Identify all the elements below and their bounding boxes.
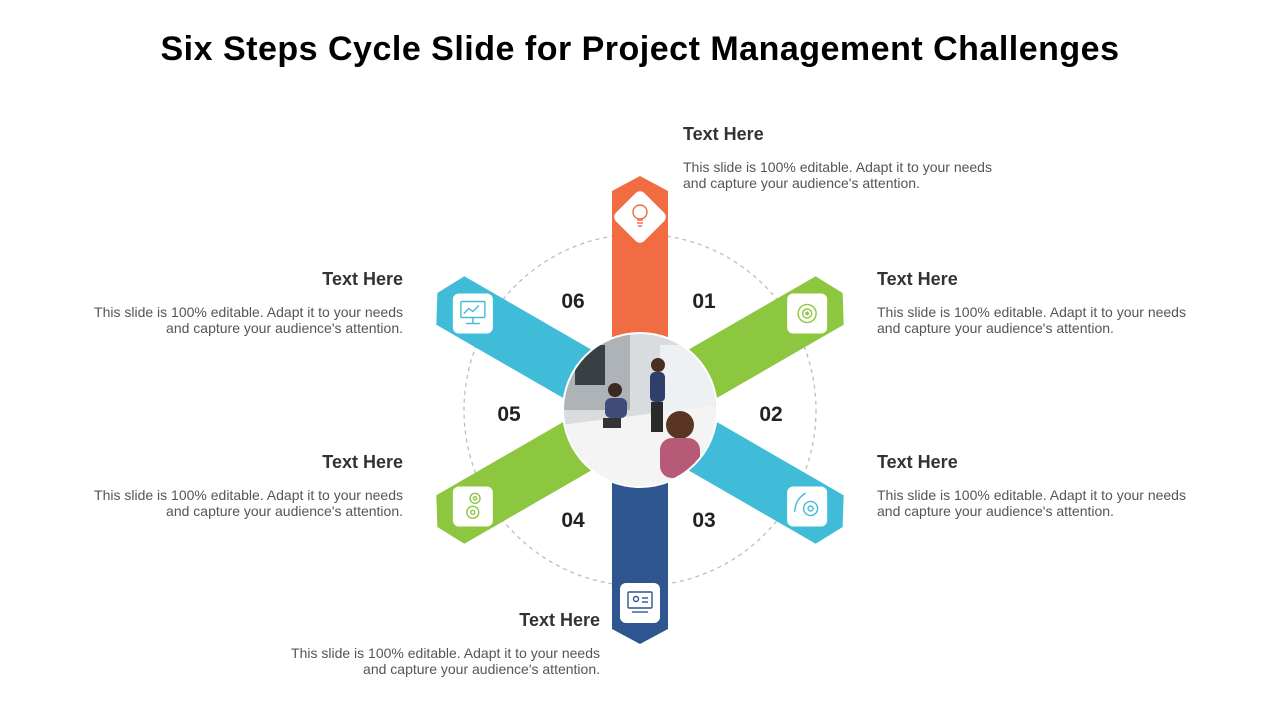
step-number-02: 02 — [759, 403, 782, 426]
step-description-03: This slide is 100% editable. Adapt it to… — [877, 487, 1186, 519]
computer-chart-icon — [452, 293, 493, 334]
step-heading-06: Text Here — [322, 269, 403, 289]
step-number-05: 05 — [497, 403, 521, 426]
step-description-02: This slide is 100% editable. Adapt it to… — [877, 304, 1186, 336]
slide-title: Six Steps Cycle Slide for Project Manage… — [160, 30, 1120, 68]
cycle-dashed-ring — [463, 233, 817, 587]
step-text-block-04: Text Here This slide is 100% editable. A… — [270, 610, 600, 677]
idea-bulb-icon — [614, 191, 666, 243]
step-description-06: This slide is 100% editable. Adapt it to… — [94, 304, 403, 336]
gears-icon — [452, 486, 493, 527]
step-text-block-06: Text Here This slide is 100% editable. A… — [73, 269, 403, 336]
step-text-block-03: Text Here This slide is 100% editable. A… — [877, 452, 1207, 519]
step-text-block-01: Text Here This slide is 100% editable. A… — [683, 124, 1013, 191]
presentation-board-icon — [620, 583, 660, 623]
step-description-05: This slide is 100% editable. Adapt it to… — [94, 487, 403, 519]
step-heading-05: Text Here — [322, 452, 403, 472]
settings-hand-icon — [787, 486, 828, 527]
step-heading-03: Text Here — [877, 452, 958, 472]
step-number-06: 06 — [561, 290, 584, 313]
office-meeting-photo — [562, 332, 718, 488]
step-text-block-02: Text Here This slide is 100% editable. A… — [877, 269, 1207, 336]
step-heading-04: Text Here — [519, 610, 600, 630]
target-gear-icon — [787, 293, 828, 334]
step-description-01: This slide is 100% editable. Adapt it to… — [683, 159, 992, 191]
step-heading-01: Text Here — [683, 124, 764, 144]
step-heading-02: Text Here — [877, 269, 958, 289]
step-description-04: This slide is 100% editable. Adapt it to… — [291, 645, 600, 677]
step-number-01: 01 — [692, 290, 716, 313]
step-text-block-05: Text Here This slide is 100% editable. A… — [73, 452, 403, 519]
step-number-03: 03 — [692, 509, 715, 532]
step-number-04: 04 — [561, 509, 585, 532]
